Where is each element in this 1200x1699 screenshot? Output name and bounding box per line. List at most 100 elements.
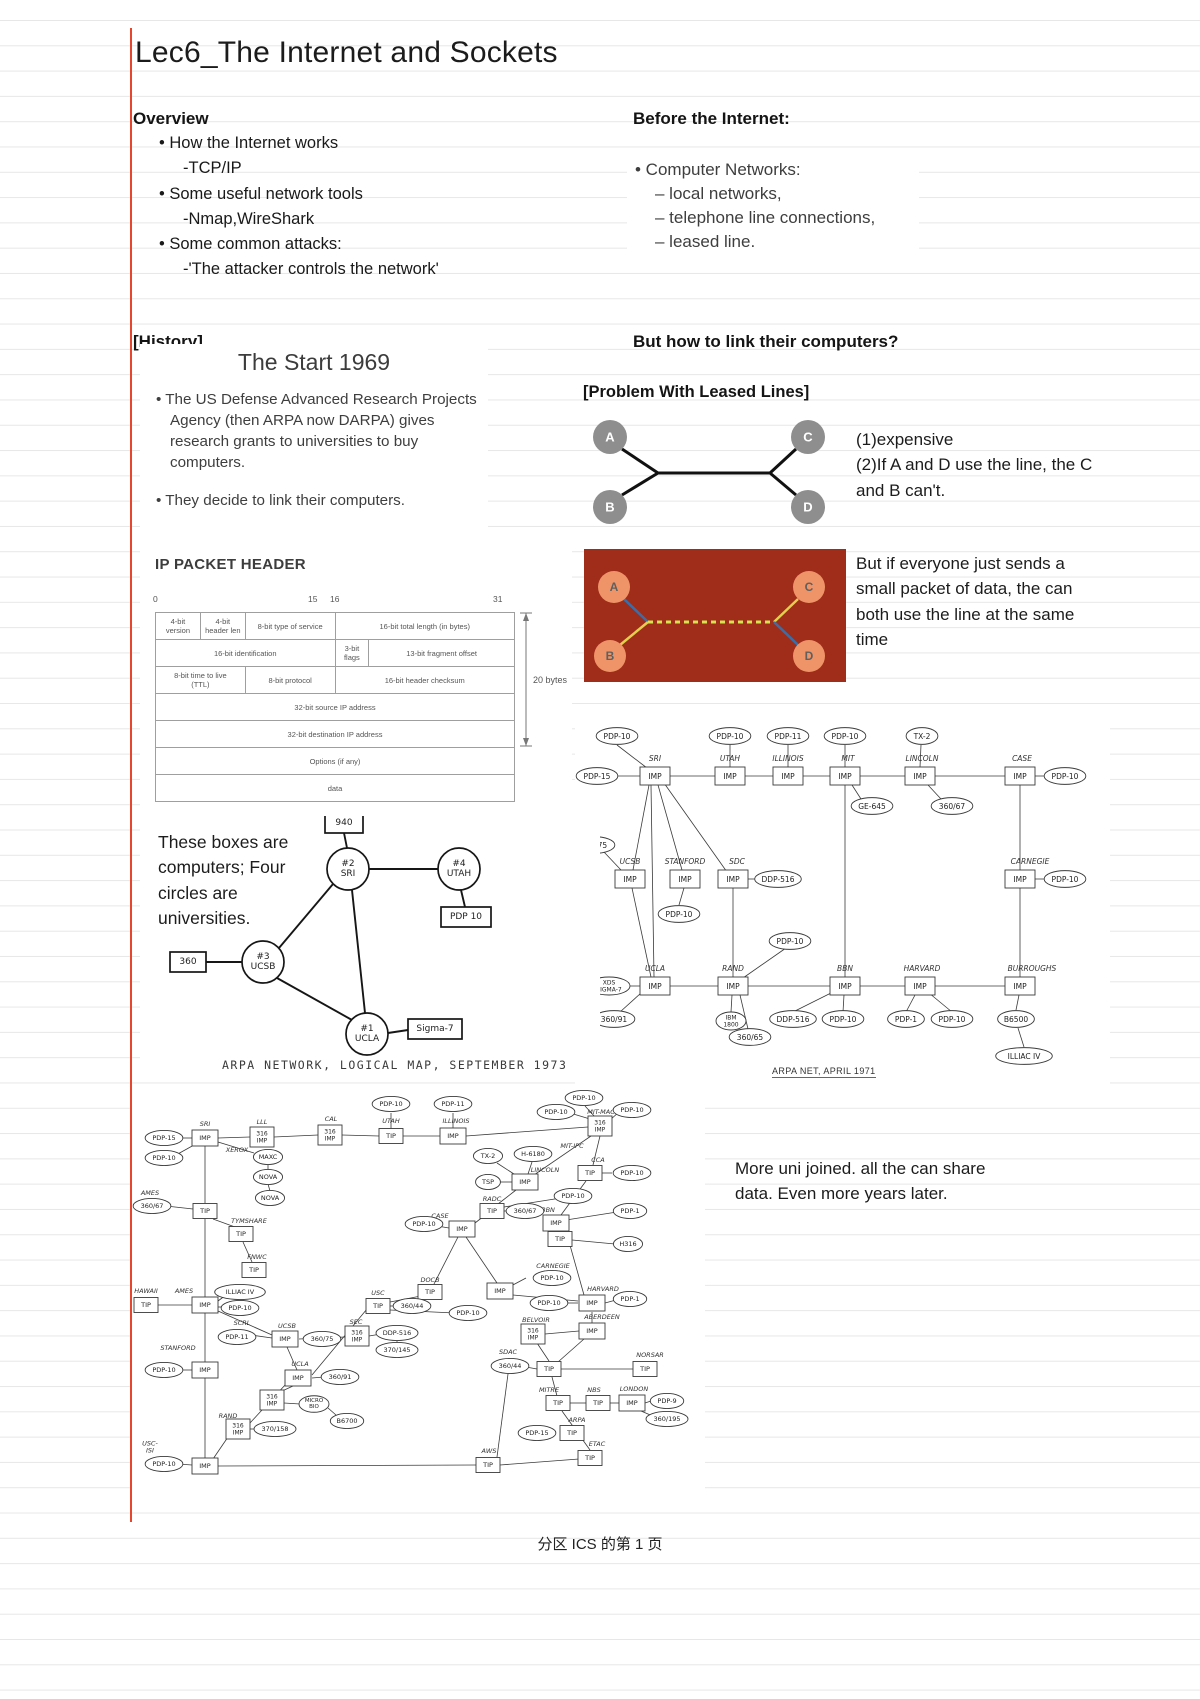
svg-text:TIP: TIP: [372, 1302, 383, 1310]
arpa1973-rect-tip: TIP: [475, 1457, 501, 1473]
figure-title: IP PACKET HEADER: [155, 556, 306, 573]
arpa1973-site-sri: SRI: [200, 1120, 211, 1128]
arpa1973-site-aberdeen: ABERDEEN: [583, 1313, 620, 1321]
svg-text:PDP-10: PDP-10: [544, 1108, 567, 1116]
svg-text:IMP: IMP: [623, 875, 637, 884]
arpa1971-site-burroughs: BURROUGHS: [1008, 964, 1057, 973]
svg-text:LLL: LLL: [257, 1118, 268, 1126]
arpa1971-site-stanford: STANFORD: [665, 857, 706, 866]
arpa1973-site-nbs: NBS: [587, 1386, 600, 1394]
svg-text:B6700: B6700: [336, 1417, 357, 1425]
arpa1973-oval-h-6180: H-6180: [513, 1146, 553, 1162]
arpa1973-rect-tip: TIP: [133, 1297, 159, 1313]
leased-lines-heading: [Problem With Leased Lines]: [583, 383, 810, 401]
arpa1973-site-ames: AMES: [174, 1287, 193, 1295]
arpa1971-site-harvard: HARVARD: [904, 964, 941, 973]
arpa1971-oval-pdp-10: PDP-10: [1043, 767, 1087, 785]
svg-text:IMP: IMP: [199, 1462, 211, 1470]
svg-text:PDP-15: PDP-15: [525, 1429, 548, 1437]
svg-text:PDP-10: PDP-10: [152, 1366, 175, 1374]
ip-header-field: 8-bit protocol: [245, 667, 336, 694]
arpa1973-site-cca: CCA: [591, 1156, 605, 1164]
arpa1971-oval-pdp-10: PDP-10: [595, 727, 639, 745]
arpa1973-rect-tip: TIP: [632, 1361, 658, 1377]
arpa1973-rect-imp: IMP: [448, 1220, 476, 1238]
svg-text:IMP: IMP: [199, 1301, 211, 1309]
svg-text:TIP: TIP: [584, 1169, 595, 1177]
svg-text:PDP-10: PDP-10: [1052, 875, 1079, 884]
svg-text:BBN: BBN: [837, 964, 853, 973]
handwritten-note: These boxes are computers; Four circles …: [158, 832, 289, 928]
arpa1971-site-ucsb: UCSB: [620, 857, 641, 866]
ip-header-field: 16-bit total length (in bytes): [335, 613, 515, 640]
arpa1973-site-fnwc: FNWC: [247, 1253, 267, 1261]
arpa1971-oval-360-65: 360/65: [728, 1028, 772, 1046]
svg-text:UCSB: UCSB: [620, 857, 641, 866]
svg-text:HARVARD: HARVARD: [587, 1285, 619, 1293]
arpa1973-rect-imp: IMP: [578, 1322, 606, 1340]
node-b: [593, 490, 627, 524]
arpa1971-rect-imp: IMP: [614, 869, 646, 889]
ip-header-field: data: [156, 775, 515, 802]
svg-text:PDP-10: PDP-10: [620, 1106, 643, 1114]
arpa1973-site-arpa: ARPA: [567, 1416, 585, 1424]
node-b-label: B: [605, 500, 614, 515]
svg-text:PDP-1: PDP-1: [620, 1295, 639, 1303]
svg-text:LONDON: LONDON: [620, 1385, 649, 1393]
arpa1973-site-radc: RADC: [483, 1195, 502, 1203]
arpa1973-oval-tsp: TSP: [475, 1174, 501, 1190]
svg-text:BELVOIR: BELVOIR: [522, 1316, 550, 1324]
svg-text:DDP-516: DDP-516: [762, 875, 795, 884]
svg-text:TIP: TIP: [554, 1235, 565, 1243]
arpa1973-oval-pdp-10: PDP-10: [532, 1270, 572, 1286]
svg-text:360/91: 360/91: [329, 1373, 352, 1381]
svg-text:PDP-10: PDP-10: [717, 732, 744, 741]
arpa1971-rect-imp: IMP: [717, 869, 749, 889]
svg-text:IMP: IMP: [726, 875, 740, 884]
arpa1973-oval-pdp-10: PDP-10: [553, 1188, 593, 1204]
svg-text:PDP-1: PDP-1: [620, 1207, 639, 1215]
svg-text:IMP: IMP: [838, 772, 852, 781]
arpa1971-site-illinois: ILLINOIS: [772, 754, 804, 763]
arpa1973-site-docb: DOCB: [420, 1276, 440, 1284]
svg-text:HAWAII: HAWAII: [134, 1287, 158, 1295]
svg-text:PDP 10: PDP 10: [450, 912, 482, 922]
arpa1973-oval-pdp-15: PDP-15: [517, 1425, 557, 1441]
svg-text:PDP-11: PDP-11: [441, 1100, 464, 1108]
svg-text:360/44: 360/44: [401, 1302, 424, 1310]
ip-header-row: 32-bit destination IP address: [156, 721, 515, 748]
arpa1971-oval-360-67: 360/67: [930, 797, 974, 815]
svg-text:IMP: IMP: [781, 772, 795, 781]
arpa1973-site-hawaii: HAWAII: [134, 1287, 158, 1295]
arpa1973-site-mit-mac: MIT-MAC: [587, 1108, 615, 1116]
svg-text:IMP: IMP: [626, 1399, 638, 1407]
arpa1973-site-etac: ETAC: [589, 1440, 606, 1448]
svg-text:370/158: 370/158: [261, 1425, 288, 1433]
svg-text:360/75: 360/75: [311, 1335, 334, 1343]
arpa1971-oval-illiac-iv: ILLIAC IV: [995, 1047, 1053, 1065]
arpa1973-rect-tip: TIP: [365, 1298, 391, 1314]
arpa1973-rect-imp: IMP: [439, 1127, 467, 1145]
svg-text:ILLIAC IV: ILLIAC IV: [226, 1288, 255, 1296]
arpa1973-site-illinois: ILLINOIS: [442, 1117, 469, 1125]
arpa1971-rect-imp: IMP: [904, 766, 936, 786]
svg-text:PDP-10: PDP-10: [561, 1192, 584, 1200]
leased-lines-notes: (1)expensive (2)If A and D use the line,…: [856, 430, 1093, 500]
arpa1973-site-lincoln: LINCOLN: [531, 1166, 560, 1174]
svg-text:MITRE: MITRE: [539, 1386, 560, 1394]
arpa1971-oval-pdp-10: PDP-10: [823, 727, 867, 745]
svg-text:ETAC: ETAC: [589, 1440, 606, 1448]
arpa1971-oval-ddp-516: DDP-516: [769, 1010, 817, 1028]
svg-text:IMP: IMP: [1013, 982, 1027, 991]
arpa1973-oval-tx-2: TX-2: [472, 1148, 504, 1164]
arpa1973-oval-pdp-11: PDP-11: [433, 1096, 473, 1112]
bit-scale-0: 0: [153, 594, 158, 604]
